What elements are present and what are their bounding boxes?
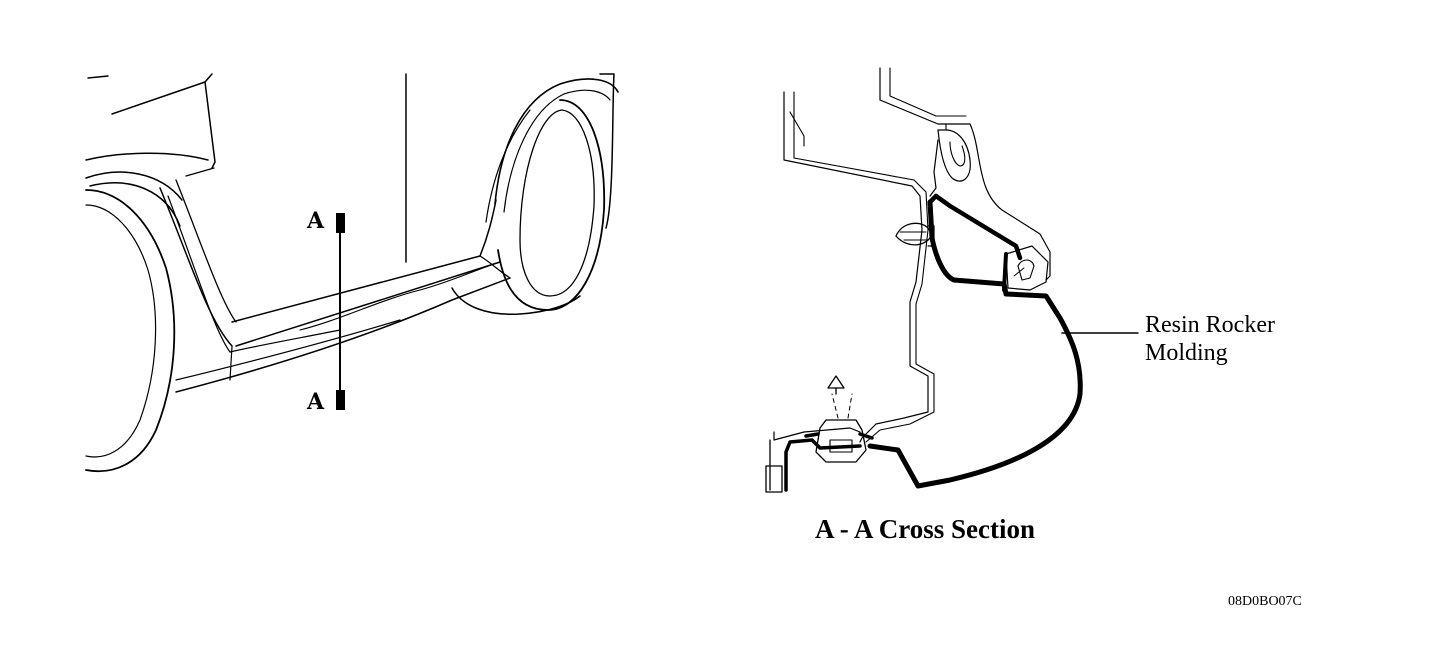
section-marker-bottom: [336, 390, 345, 410]
figure-code: 08D0BO07C: [1228, 594, 1302, 609]
car-side-view: [85, 73, 619, 473]
callout-line-1: Resin Rocker: [1145, 312, 1275, 338]
callout-resin-rocker-label: Resin Rocker Molding: [1145, 311, 1275, 367]
section-label-bottom: A: [307, 389, 325, 415]
callout-line-2: Molding: [1145, 340, 1228, 366]
section-marker-top: [336, 213, 345, 233]
cross-section-title: A - A Cross Section: [815, 514, 1036, 544]
cross-section-drawing: [765, 67, 1139, 493]
section-label-top: A: [307, 208, 325, 234]
